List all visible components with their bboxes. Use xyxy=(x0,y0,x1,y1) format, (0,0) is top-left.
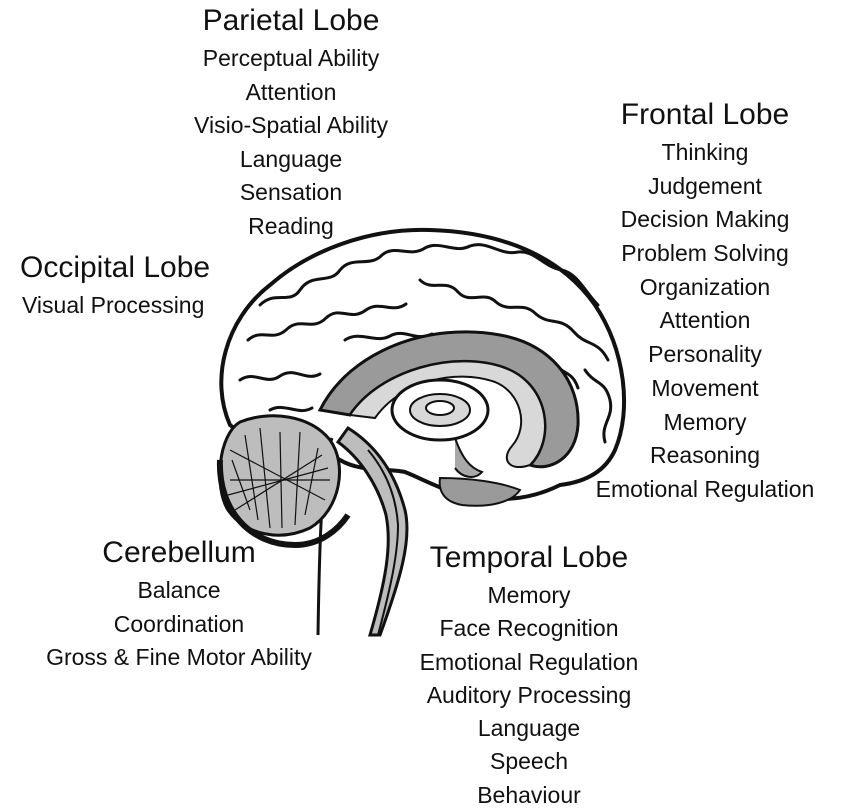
cerebellum-functions-list: Balance Coordination Gross & Fine Motor … xyxy=(12,574,346,675)
parietal-function: Language xyxy=(160,143,422,177)
frontal-lobe-title: Frontal Lobe xyxy=(568,100,841,130)
temporal-function: Speech xyxy=(394,745,664,778)
occipital-lobe-group: Occipital Lobe Visual Processing xyxy=(16,253,256,323)
parietal-function: Attention xyxy=(160,76,422,110)
cerebellum-title: Cerebellum xyxy=(12,538,346,568)
frontal-function: Attention xyxy=(568,304,841,338)
occipital-functions-list: Visual Processing xyxy=(16,289,256,323)
frontal-function: Memory xyxy=(568,406,841,440)
cerebellum-group: Cerebellum Balance Coordination Gross & … xyxy=(12,538,346,675)
temporal-lobe-title: Temporal Lobe xyxy=(394,543,664,573)
parietal-function: Visio-Spatial Ability xyxy=(160,109,422,143)
temporal-function: Auditory Processing xyxy=(394,679,664,712)
frontal-function: Organization xyxy=(568,271,841,305)
temporal-function: Behaviour xyxy=(394,779,664,812)
frontal-function: Judgement xyxy=(568,170,841,204)
frontal-function: Thinking xyxy=(568,136,841,170)
frontal-lobe-group: Frontal Lobe Thinking Judgement Decision… xyxy=(568,100,841,507)
occipital-function: Visual Processing xyxy=(22,289,256,323)
frontal-function: Decision Making xyxy=(568,203,841,237)
frontal-function: Reasoning xyxy=(568,439,841,473)
parietal-functions-list: Perceptual Ability Attention Visio-Spati… xyxy=(160,42,422,243)
temporal-functions-list: Memory Face Recognition Emotional Regula… xyxy=(394,579,664,812)
frontal-functions-list: Thinking Judgement Decision Making Probl… xyxy=(568,136,841,507)
parietal-function: Sensation xyxy=(160,176,422,210)
parietal-function: Reading xyxy=(160,210,422,244)
parietal-lobe-group: Parietal Lobe Perceptual Ability Attenti… xyxy=(160,6,422,243)
temporal-lobe-group: Temporal Lobe Memory Face Recognition Em… xyxy=(394,543,664,812)
frontal-function: Movement xyxy=(568,372,841,406)
parietal-function: Perceptual Ability xyxy=(160,42,422,76)
occipital-lobe-title: Occipital Lobe xyxy=(20,253,256,283)
cerebellum-function: Gross & Fine Motor Ability xyxy=(12,641,346,675)
frontal-function: Personality xyxy=(568,338,841,372)
temporal-function: Face Recognition xyxy=(394,612,664,645)
frontal-function: Problem Solving xyxy=(568,237,841,271)
temporal-function: Emotional Regulation xyxy=(394,646,664,679)
parietal-lobe-title: Parietal Lobe xyxy=(160,6,422,36)
cerebellum-function: Coordination xyxy=(12,608,346,642)
temporal-function: Language xyxy=(394,712,664,745)
cerebellum-function: Balance xyxy=(12,574,346,608)
temporal-function: Memory xyxy=(394,579,664,612)
frontal-function: Emotional Regulation xyxy=(568,473,841,507)
